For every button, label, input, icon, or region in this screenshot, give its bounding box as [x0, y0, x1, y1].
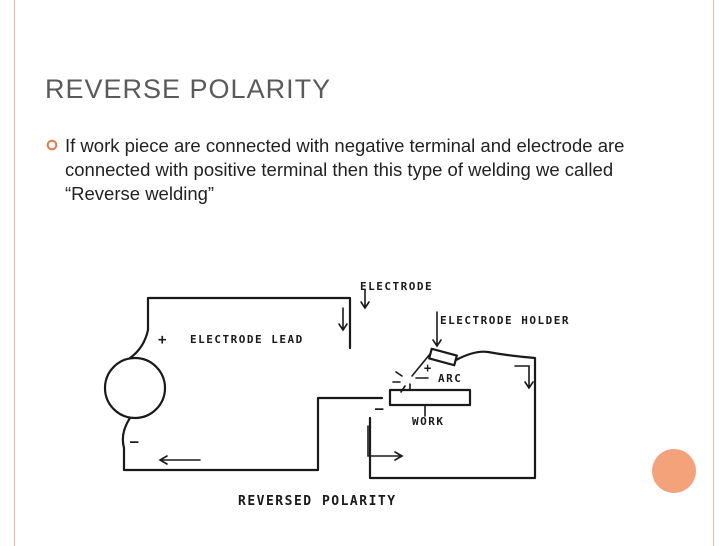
power-source-icon — [103, 356, 167, 420]
electrode-holder-shape — [428, 347, 458, 367]
pointer-electrode — [360, 289, 370, 310]
slide-title: REVERSE POLARITY — [45, 74, 332, 104]
holder-cable — [368, 350, 537, 480]
sign-source-plus: + — [158, 332, 168, 348]
source-wire-bottom — [121, 396, 384, 472]
label-electrode-lead: ELECTRODE LEAD — [190, 333, 304, 346]
electrode-shape — [411, 353, 431, 377]
sign-source-minus: – — [130, 434, 140, 450]
bullet-ring-icon — [46, 139, 58, 151]
label-electrode-holder: ELECTRODE HOLDER — [440, 314, 570, 327]
sign-electrode-plus: + — [424, 361, 433, 375]
source-wire-left — [128, 328, 150, 360]
arrow-down-lead — [338, 307, 348, 332]
reverse-polarity-diagram: ELECTRODE ELECTRODE HOLDER ELECTRODE LEA… — [103, 280, 570, 509]
label-caption: REVERSED POLARITY — [238, 494, 397, 509]
label-arc: ARC — [438, 372, 462, 385]
sign-work-minus: – — [375, 401, 385, 417]
arrow-down-right — [514, 365, 534, 390]
work-piece-shape — [388, 388, 472, 407]
slide-frame — [14, 0, 714, 546]
bullet-text: If work piece are connected with negativ… — [65, 135, 625, 204]
source-wire-top — [146, 296, 352, 332]
label-work: WORK — [412, 415, 445, 428]
arrow-left-bottom — [158, 455, 201, 465]
arc-sparks — [392, 371, 411, 393]
pointer-holder — [432, 311, 442, 348]
decorative-circle — [652, 449, 696, 493]
arrow-right-work — [367, 425, 404, 461]
label-electrode: ELECTRODE — [360, 280, 433, 293]
